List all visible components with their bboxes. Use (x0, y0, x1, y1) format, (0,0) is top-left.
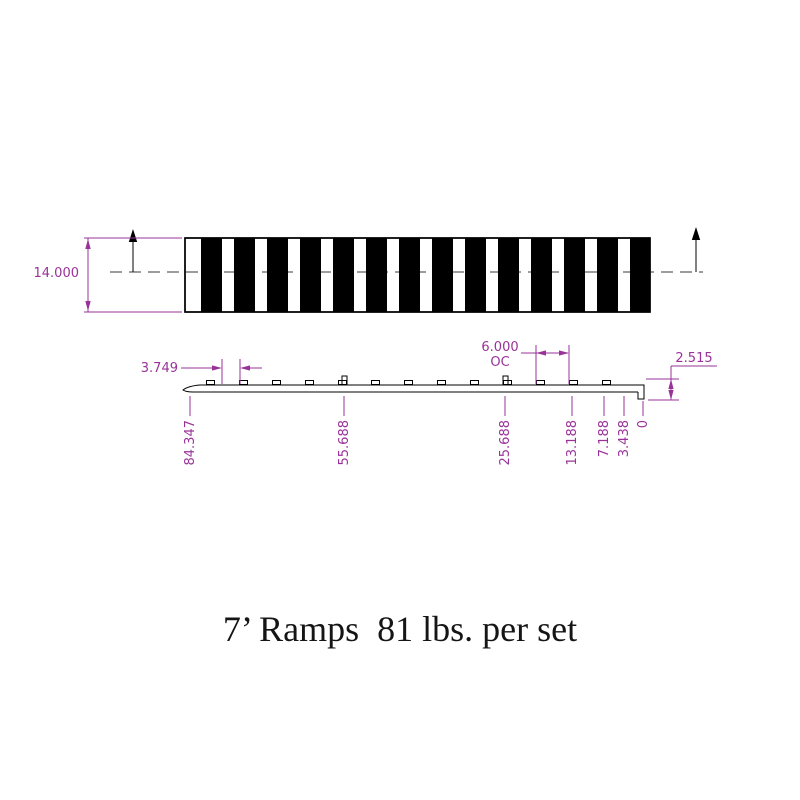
dim-arrow-up-icon (85, 239, 91, 249)
left-up-arrowhead-icon (128, 229, 138, 242)
offset-dimension: 3.749 (141, 359, 262, 384)
dim-arrow-left-icon (240, 365, 250, 371)
station-label-3: 3.438 (617, 420, 632, 457)
station-leaders (189, 396, 644, 416)
dim-arrow-down-icon (668, 390, 674, 400)
spacing-dim-label: 6.000 (481, 340, 518, 355)
spacing-oc-label: OC (490, 355, 509, 370)
right-up-arrow (691, 227, 701, 272)
dim-arrow-down-icon (85, 301, 91, 311)
station-label-55: 55.688 (337, 420, 352, 466)
dim-arrow-up-icon (668, 379, 674, 389)
dim-arrow-right-icon (559, 350, 569, 356)
station-label-7: 7.188 (597, 420, 612, 457)
caption: 7’ Ramps 81 lbs. per set (223, 609, 577, 649)
station-label-0: 0 (636, 420, 651, 428)
right-up-arrowhead-icon (691, 227, 701, 240)
ramp-top-border (184, 237, 651, 313)
station-label-84: 84.347 (183, 420, 198, 466)
dim-arrow-left-icon (536, 350, 546, 356)
end-height-dim-label: 2.515 (675, 351, 712, 366)
ramp-rungs (201, 238, 650, 312)
station-label-25: 25.688 (498, 420, 513, 466)
spacing-dimension: 6.000 OC (481, 340, 570, 384)
ramp-cleats (206, 380, 632, 385)
dim-arrow-right-icon (212, 365, 222, 371)
side-view: 3.749 6.000 OC 2.515 (141, 340, 717, 466)
ramp-profile (182, 384, 645, 400)
offset-dim-label: 3.749 (141, 361, 178, 376)
height-dimension: 14.000 (34, 237, 182, 313)
station-label-13: 13.188 (565, 420, 580, 466)
end-height-dimension: 2.515 (646, 351, 717, 401)
dim-14-label: 14.000 (34, 266, 80, 281)
top-view: 14.000 (34, 227, 703, 313)
station-labels: 84.347 55.688 25.688 13.188 7.188 3.438 … (183, 420, 651, 466)
left-up-arrow (128, 229, 138, 272)
